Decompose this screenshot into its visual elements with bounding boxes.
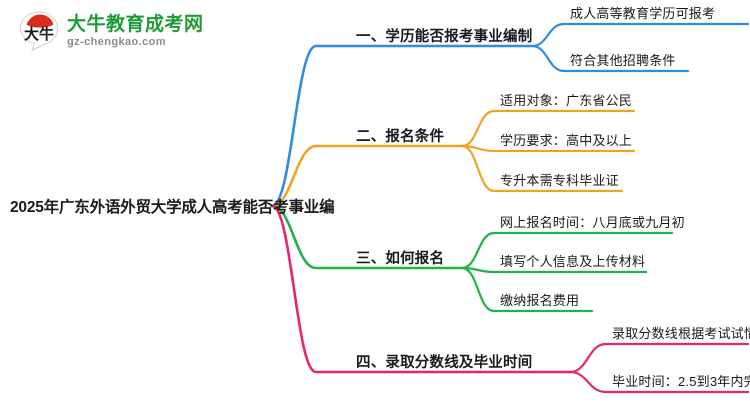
leaf-label-4-2: 毕业时间：2.5到3年内完成学业 [612, 374, 750, 389]
leaf-label-4-1: 录取分数线根据考试试情况调整 [612, 326, 750, 341]
logo-subtitle: gz-chengkao.com [67, 35, 166, 48]
svg-text:大牛: 大牛 [24, 25, 54, 43]
leaf-label-3-3: 缴纳报名费用 [500, 293, 580, 308]
leaf-label-1-2: 符合其他招聘条件 [570, 53, 676, 68]
leaf-label-2-3: 专升本需专科毕业证 [500, 173, 619, 188]
leaf-label-3-1: 网上报名时间：八月底或九月初 [500, 215, 685, 230]
branch-2-lines [270, 109, 636, 208]
logo-title: 大牛教育成考网 [67, 13, 204, 35]
logo-bubble-icon: 大牛 [18, 10, 60, 52]
branch-label-1: 一、学历能否报考事业编制 [356, 29, 533, 45]
leaf-label-1-1: 成人高等教育学历可报考 [570, 6, 716, 21]
site-logo: 大牛 大牛教育成考网 gz-chengkao.com [18, 8, 208, 54]
leaf-label-2-2: 学历要求：高中及以上 [500, 133, 633, 148]
leaf-label-2-1: 适用对象：广东省公民 [500, 93, 633, 108]
branch-label-2: 二、报名条件 [356, 129, 445, 145]
leaf-label-3-2: 填写个人信息及上传材料 [500, 254, 646, 269]
logo-wordmark: 大牛教育成考网 gz-chengkao.com [67, 15, 204, 48]
branch-label-4: 四、录取分数线及毕业时间 [356, 355, 533, 371]
mindmap-root-node: 2025年广东外语外贸大学成人高考能否考事业编 [10, 199, 335, 216]
branch-label-3: 三、如何报名 [356, 251, 445, 267]
